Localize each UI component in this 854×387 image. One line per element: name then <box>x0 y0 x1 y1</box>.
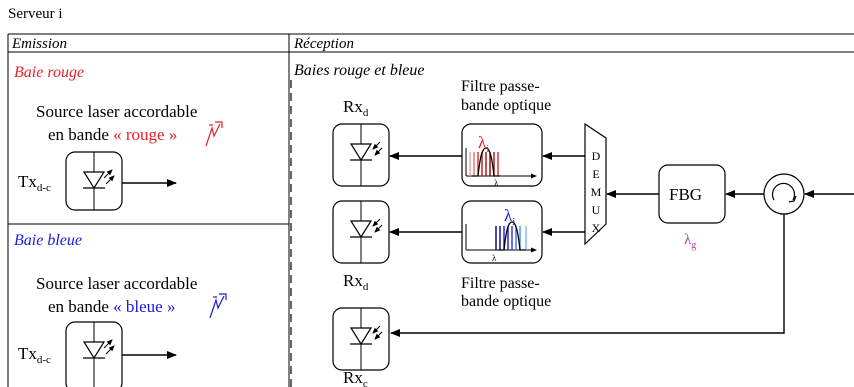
filter-bottom-axis-label: λ <box>492 253 497 263</box>
reception-bays-label: Baies rouge et bleue <box>294 62 424 79</box>
filter-top-passband <box>472 147 500 177</box>
server-title: Serveur i <box>8 6 63 22</box>
red-tunable-icon <box>205 121 223 147</box>
fbg-lambda-main: λ <box>684 232 692 248</box>
table-frame <box>7 33 854 387</box>
blue-source-line2: en bande « bleue » <box>48 297 175 316</box>
demux-block <box>584 122 607 246</box>
filter-top-box <box>461 123 543 187</box>
blue-tunable-icon <box>209 293 227 319</box>
red-source-prefix: en bande <box>48 125 113 144</box>
filter-bottom-passband <box>498 221 526 251</box>
filter-bottom-lambda-main: λ <box>504 206 513 225</box>
blue-source-prefix: en bande <box>48 297 113 316</box>
rx-mid-photodiode <box>332 200 390 264</box>
filter-top-line1: Filtre passe- <box>461 78 540 95</box>
rx-bottom-main: Rx <box>343 368 363 387</box>
tx-red-main: Tx <box>18 172 37 191</box>
signal-paths <box>389 152 854 337</box>
circulator-icon <box>763 173 805 215</box>
rx-top-photodiode <box>332 123 390 187</box>
filter-bottom-line1: Filtre passe- <box>461 275 540 292</box>
fbg-label: FBG <box>669 185 702 204</box>
rx-bottom-sub: c <box>363 378 368 387</box>
rx-mid-label: Rxd <box>343 271 369 293</box>
reception-header: Réception <box>293 36 354 52</box>
red-source-line1: Source laser accordable <box>36 102 197 121</box>
demux-letter-u: U <box>592 203 601 217</box>
filter-top-lambda-sub: i <box>486 143 489 155</box>
blue-band-label: « bleue » <box>113 297 175 316</box>
filter-bottom-lambda: λi <box>504 206 515 228</box>
rx-bottom-photodiode <box>332 307 390 371</box>
rx-top-sub: d <box>363 107 369 119</box>
tx-blue-label: Txd-c <box>18 344 51 366</box>
filter-top-lambda-main: λ <box>478 133 487 152</box>
fbg-lambda-sub: g <box>691 240 696 251</box>
demux-letter-e: E <box>592 167 599 181</box>
tx-red-laser-box <box>65 151 123 211</box>
demux-letter-d: D <box>592 149 601 163</box>
rx-top-main: Rx <box>343 97 363 116</box>
rx-mid-main: Rx <box>343 271 363 290</box>
fbg-lambda: λg <box>684 232 696 251</box>
red-source-line2: en bande « rouge » <box>48 125 177 144</box>
rx-top-label: Rxd <box>343 97 369 119</box>
demux-letter-x: X <box>592 221 601 235</box>
filter-top-lambda: λi <box>478 133 489 155</box>
filter-top-spectrum <box>469 152 499 176</box>
filter-top-axis-label: λ <box>494 178 499 188</box>
filter-bottom-box <box>461 200 543 264</box>
blue-source-line1: Source laser accordable <box>36 274 197 293</box>
tx-blue-main: Tx <box>18 344 37 363</box>
filter-bottom-lambda-sub: i <box>512 216 515 228</box>
tx-blue-laser-box <box>65 321 123 387</box>
demux-letter-m: M <box>591 185 602 199</box>
rx-bottom-label: Rxc <box>343 368 368 387</box>
rx-mid-sub: d <box>363 281 369 293</box>
red-band-label: « rouge » <box>113 125 177 144</box>
red-bay-title: Baie rouge <box>14 64 84 81</box>
demux-letters: D E M U X <box>591 149 602 235</box>
filter-bottom-line2: bande optique <box>461 293 551 310</box>
tx-red-sub: d-c <box>37 182 51 194</box>
filter-top-line2: bande optique <box>461 97 551 114</box>
tx-red-label: Txd-c <box>18 172 51 194</box>
tx-blue-sub: d-c <box>37 354 51 366</box>
emission-header: Emission <box>11 36 67 52</box>
blue-bay-title: Baie bleue <box>14 232 82 249</box>
